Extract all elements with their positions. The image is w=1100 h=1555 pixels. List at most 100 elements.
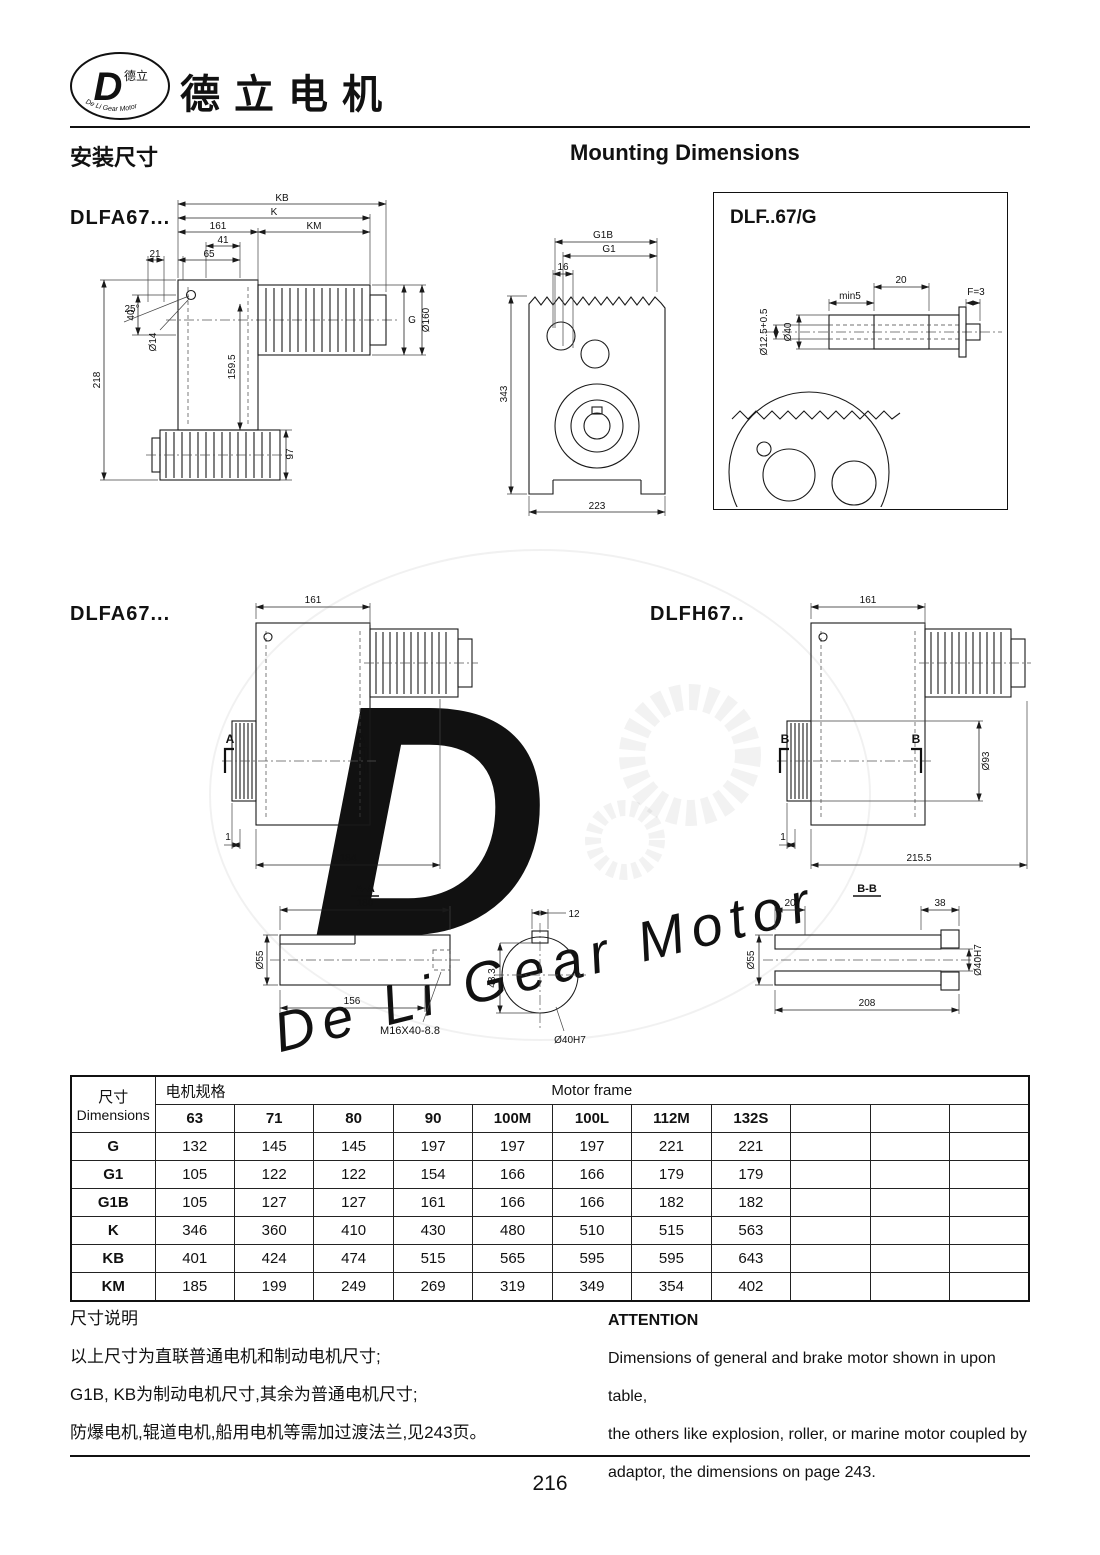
motor-spec-cn: 电机规格 (165, 1083, 226, 1100)
dim-value-cell: 122 (313, 1160, 394, 1189)
dimension-lines (786, 604, 1028, 868)
dim-value-cell: 197 (551, 1132, 633, 1161)
bore-outline (494, 923, 586, 1031)
logo-cjk: 德立 (124, 68, 148, 83)
motor-spec-en: Motor frame (551, 1082, 633, 1099)
dim-159-5: 159.5 (227, 354, 238, 379)
extension-lines (507, 238, 666, 516)
dim-f3: F=3 (967, 287, 985, 298)
col-header-80: 80 (313, 1104, 394, 1133)
dim-value-cell: 105 (154, 1160, 235, 1189)
dim-161: 161 (210, 221, 227, 232)
row-label: K (70, 1216, 156, 1245)
dim-g1b: G1B (593, 230, 613, 241)
gearmotor-outline (123, 279, 400, 481)
drawing1-label: DLFA67... (70, 207, 171, 229)
dim-k: K (271, 207, 278, 218)
col-header-132S: 132S (710, 1104, 792, 1133)
empty-cell (869, 1188, 951, 1217)
dim-value-cell: 410 (313, 1216, 394, 1245)
dim-value-cell: 105 (154, 1188, 235, 1217)
section-mark-b-left (778, 747, 789, 773)
drawing8-section-bb: B-B 20 38 Ø55 208 Ø40H7 (746, 883, 984, 1014)
dim-value-cell: 145 (313, 1132, 394, 1161)
hollow-shaft-outline (763, 929, 977, 991)
col-header-100M: 100M (472, 1104, 553, 1133)
dim-value-cell: 474 (313, 1244, 394, 1273)
drawing3-label: DLF..67/G (730, 207, 817, 228)
notes-en-line: adaptor, the dimensions on page 243. (608, 1464, 876, 1481)
dim-dia40: Ø40 (783, 322, 794, 341)
dim-161: 161 (305, 595, 322, 606)
dim-value-cell: 595 (551, 1244, 633, 1273)
row-label: G1 (70, 1160, 156, 1189)
dim-value-cell: 515 (392, 1244, 474, 1273)
row-label: KB (70, 1244, 156, 1273)
dim-184: 184 (340, 853, 357, 864)
dim-208: 208 (859, 998, 876, 1009)
dim-value-cell: 127 (233, 1188, 315, 1217)
shaft-outline (270, 934, 460, 986)
dim-156: 156 (344, 996, 361, 1007)
empty-cell (790, 1160, 871, 1189)
gearmotor-outline (777, 622, 1031, 826)
logo-letter: D (94, 65, 123, 109)
dim-223: 223 (589, 501, 606, 512)
empty-cell (790, 1216, 871, 1245)
empty-cell (790, 1188, 871, 1217)
dim-kb: KB (275, 193, 289, 204)
housing-outline (528, 296, 666, 495)
col-header-112M: 112M (631, 1104, 712, 1133)
dim-value-cell: 595 (631, 1244, 712, 1273)
dim-value-cell: 154 (392, 1160, 474, 1189)
dim-20: 20 (895, 275, 907, 286)
row-label: G (70, 1132, 156, 1161)
dimension-lines (231, 604, 441, 868)
dim-value-cell: 249 (313, 1272, 394, 1302)
drawing5-label: DLFH67.. (650, 603, 745, 625)
dim-1: 1 (225, 832, 231, 843)
extension-lines (263, 906, 451, 1023)
dim-value-cell: 401 (154, 1244, 235, 1273)
section-letter-a: A (226, 732, 235, 746)
dim-value-cell: 145 (233, 1132, 315, 1161)
dim-dia40h7: Ø40H7 (973, 944, 984, 976)
dim-20: 20 (784, 898, 796, 909)
attention-title: ATTENTION (608, 1312, 699, 1329)
page-number: 216 (532, 1472, 568, 1495)
empty-cell (949, 1188, 1030, 1217)
dim-value-cell: 182 (710, 1188, 792, 1217)
section-mark-a-left (223, 747, 234, 773)
motor-frame-header: 电机规格 Motor frame (154, 1075, 1030, 1105)
dim-dia40h7: Ø40H7 (554, 1035, 586, 1046)
dim-value-cell: 424 (233, 1244, 315, 1273)
dim-value-cell: 199 (233, 1272, 315, 1302)
col-header-empty (790, 1104, 871, 1133)
dim-value-cell: 166 (472, 1160, 553, 1189)
dim-dia93: Ø93 (981, 751, 992, 770)
drawing2-front-view: G1B G1 16 343 223 (499, 230, 666, 516)
dim-value-cell: 185 (154, 1272, 235, 1302)
dim-dia14: Ø14 (148, 332, 159, 351)
dimension-lines (508, 239, 666, 515)
notes-cn-line: 以上尺寸为直联普通电机和制动电机尺寸; (70, 1347, 381, 1366)
dim-215-5: 215.5 (906, 853, 931, 864)
extension-lines (779, 603, 1028, 869)
empty-cell (869, 1216, 951, 1245)
dim-value-cell: 269 (392, 1272, 474, 1302)
dim-angle-25: 25° (124, 304, 139, 315)
dim-218: 218 (92, 371, 103, 388)
dim-value-cell: 132 (154, 1132, 235, 1161)
dim-value-cell: 221 (631, 1132, 712, 1161)
dim-40: 40 (126, 309, 137, 321)
notes-cn-line: 防爆电机,辊道电机,船用电机等需加过渡法兰,见243页。 (70, 1423, 487, 1442)
section-mark-a-right (356, 747, 368, 773)
